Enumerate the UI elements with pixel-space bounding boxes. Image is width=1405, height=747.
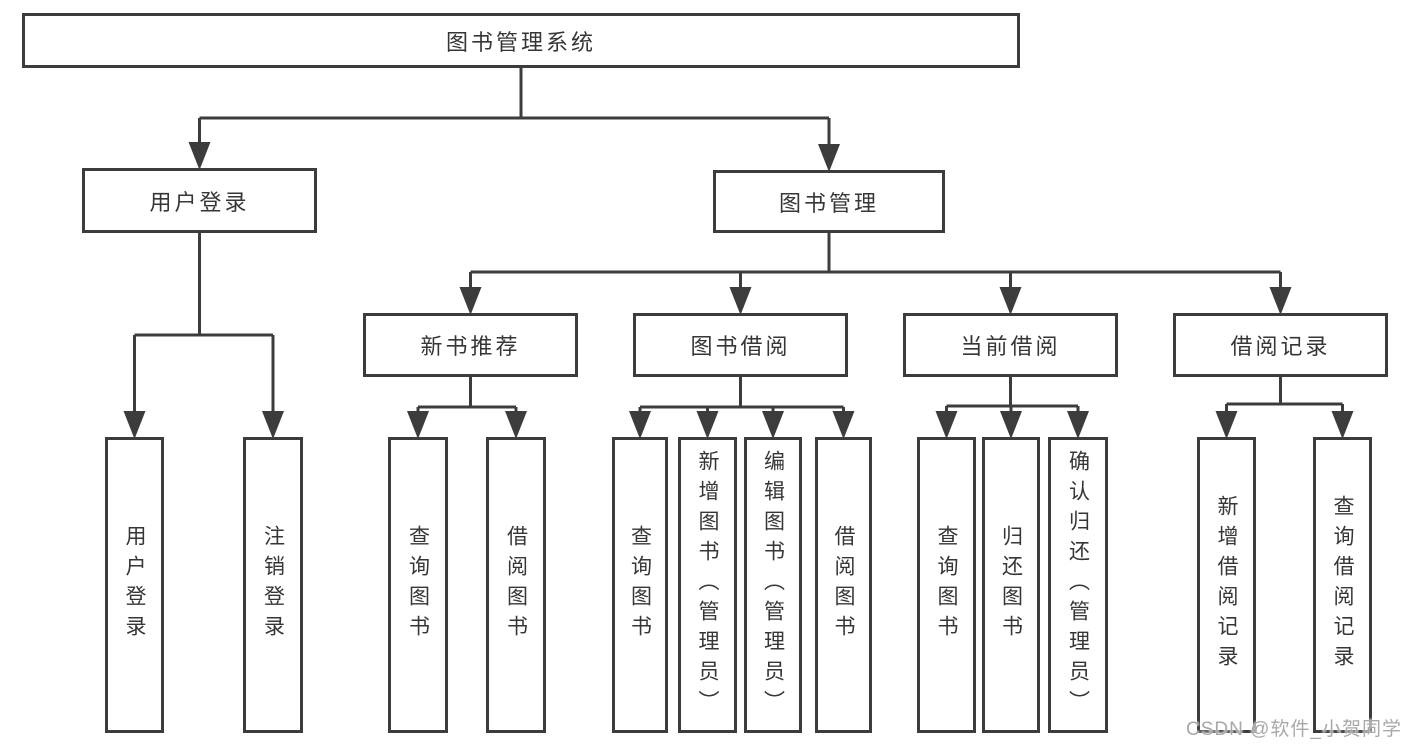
node-label-leaf-query-book-2: 查询图书: [628, 525, 652, 645]
node-leaf-borrow-book-2: 借阅图书: [815, 437, 872, 733]
arrowhead-icon: [262, 411, 284, 439]
arrowhead-icon: [1000, 411, 1022, 439]
node-leaf-query-book-3: 查询图书: [917, 437, 976, 733]
arrowhead-icon: [1067, 411, 1089, 439]
node-label-leaf-borrow-book-1: 借阅图书: [504, 525, 528, 645]
node-leaf-query-book-1: 查询图书: [388, 437, 448, 733]
connector-book-management: [469, 233, 1282, 293]
node-label-leaf-query-record: 查询借阅记录: [1331, 495, 1354, 675]
node-leaf-user-login: 用户登录: [105, 437, 164, 733]
node-label-leaf-add-book: 新增图书（管理员）: [696, 450, 719, 720]
arrowhead-icon: [818, 144, 840, 172]
arrowhead-icon: [459, 287, 482, 315]
connector-new-book-recommend: [416, 377, 518, 417]
node-label-leaf-query-book-1: 查询图书: [406, 525, 430, 645]
node-label-current-borrowing: 当前借阅: [960, 334, 1061, 359]
arrowhead-icon: [1331, 411, 1354, 439]
arrowhead-icon: [935, 411, 958, 439]
watermark: CSDN @软件_小贺同学: [1186, 719, 1402, 740]
node-label-new-book-recommend: 新书推荐: [420, 334, 521, 359]
arrowhead-icon: [999, 287, 1022, 315]
node-leaf-query-book-2: 查询图书: [612, 437, 668, 733]
node-book-borrowing: 图书借阅: [633, 313, 848, 377]
arrowhead-icon: [123, 411, 146, 439]
node-label-leaf-borrow-book-2: 借阅图书: [832, 525, 855, 645]
connector-user-login-group: [133, 233, 275, 417]
node-leaf-logout: 注销登录: [243, 437, 303, 733]
arrowhead-icon: [762, 411, 784, 439]
arrowhead-icon: [629, 411, 651, 439]
node-root: 图书管理系统: [22, 13, 1020, 68]
arrowhead-icon: [1269, 287, 1292, 315]
node-book-management: 图书管理: [713, 170, 945, 233]
node-label-leaf-edit-book: 编辑图书（管理员）: [761, 450, 785, 720]
node-leaf-add-record: 新增借阅记录: [1197, 437, 1256, 733]
node-leaf-borrow-book-1: 借阅图书: [486, 437, 546, 733]
node-label-leaf-query-book-3: 查询图书: [935, 525, 958, 645]
node-leaf-confirm-return: 确认归还（管理员）: [1048, 437, 1108, 733]
connector-borrowing-records: [1225, 377, 1344, 417]
arrowhead-icon: [696, 411, 719, 439]
arrowhead-icon: [832, 411, 855, 439]
node-label-user-login-group: 用户登录: [149, 189, 250, 215]
node-current-borrowing: 当前借阅: [903, 313, 1118, 377]
node-label-root: 图书管理系统: [445, 29, 596, 55]
node-label-leaf-user-login: 用户登录: [123, 525, 146, 645]
arrowhead-icon: [505, 411, 527, 439]
arrowhead-icon: [729, 287, 752, 315]
arrowhead-icon: [188, 142, 211, 170]
node-leaf-add-book: 新增图书（管理员）: [678, 437, 737, 733]
node-leaf-query-record: 查询借阅记录: [1313, 437, 1372, 733]
node-leaf-return-book: 归还图书: [982, 437, 1040, 733]
arrowhead-icon: [1215, 411, 1238, 439]
arrowhead-icon: [407, 411, 429, 439]
node-new-book-recommend: 新书推荐: [363, 313, 578, 377]
node-borrowing-records: 借阅记录: [1173, 313, 1388, 377]
node-label-book-borrowing: 图书借阅: [690, 334, 791, 359]
node-label-borrowing-records: 借阅记录: [1230, 334, 1331, 359]
node-label-leaf-return-book: 归还图书: [999, 525, 1023, 645]
connector-book-borrowing: [638, 377, 845, 417]
node-leaf-edit-book: 编辑图书（管理员）: [744, 437, 802, 733]
connector-root: [198, 68, 831, 150]
node-user-login-group: 用户登录: [82, 168, 317, 233]
node-label-leaf-add-record: 新增借阅记录: [1215, 495, 1238, 675]
node-label-book-management: 图书管理: [778, 190, 879, 216]
node-label-leaf-confirm-return: 确认归还（管理员）: [1066, 450, 1090, 720]
node-label-leaf-logout: 注销登录: [261, 525, 285, 645]
